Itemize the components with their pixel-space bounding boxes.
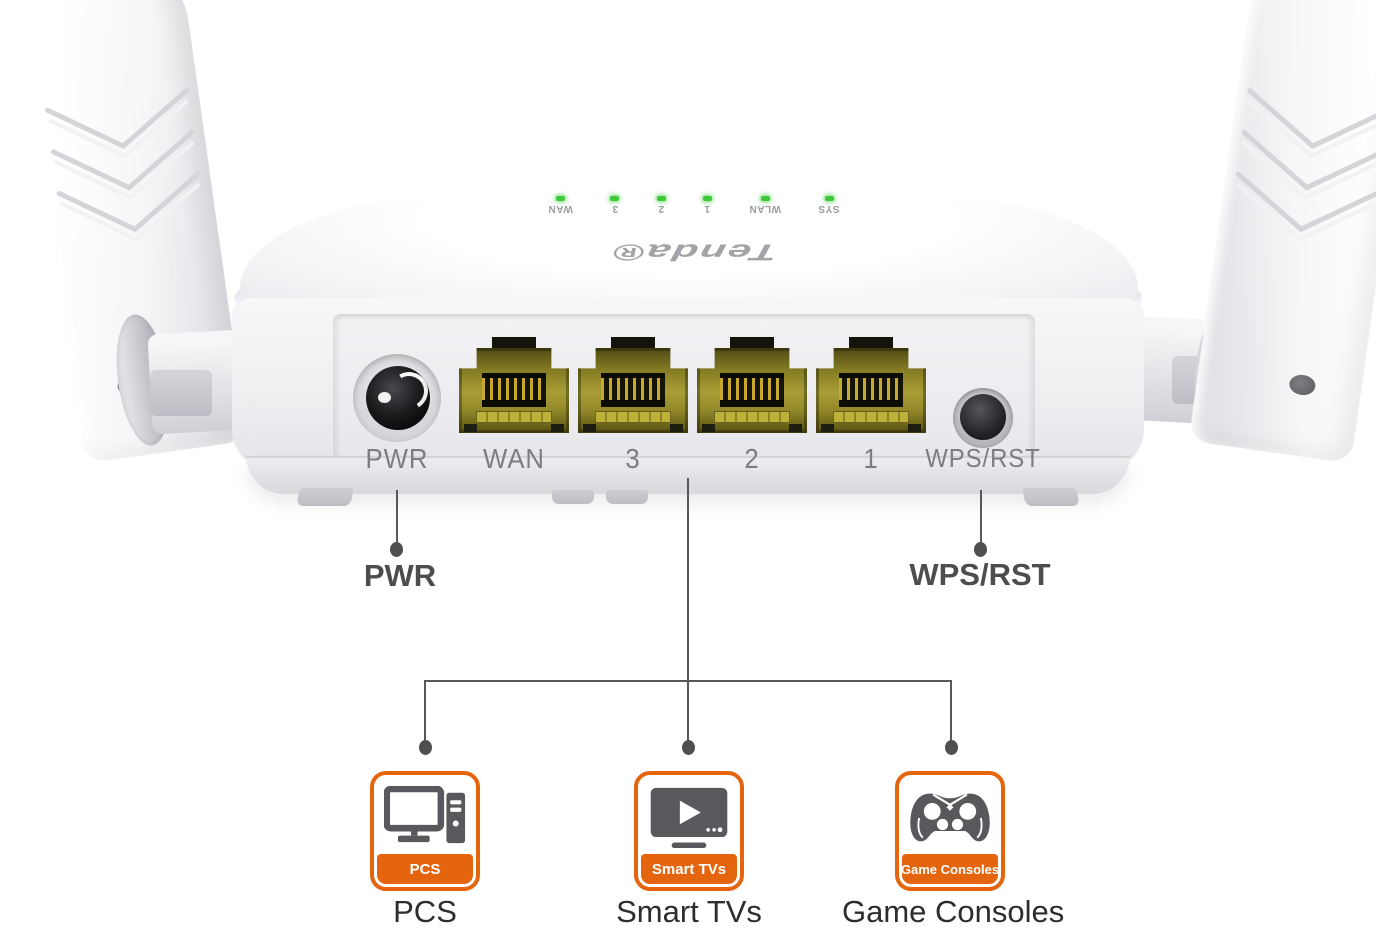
rj45-pins	[601, 373, 665, 407]
led-green-light	[555, 196, 565, 201]
smart-tv-icon	[638, 781, 740, 853]
rj45-pins	[720, 373, 784, 407]
led-label: WAN	[548, 203, 573, 214]
rj45-notch	[551, 424, 564, 432]
led-lan3: 3	[610, 196, 620, 214]
devices-callout-stem	[687, 478, 689, 744]
led-lan1: 1	[702, 196, 712, 214]
smart-tvs-label: Smart TVs	[616, 894, 762, 928]
power-jack	[366, 366, 430, 430]
desktop-pc-icon	[374, 781, 476, 853]
tenda-logo: Tenda®	[609, 239, 780, 266]
pwr-callout-label: PWR	[363, 558, 437, 593]
router-foot	[296, 488, 354, 506]
rj45-notch	[583, 424, 596, 432]
power-jack-pin	[378, 392, 391, 403]
led-label: WLAN	[749, 203, 782, 214]
rj45-contact-bar	[714, 411, 790, 423]
pcs-card: PCS	[370, 771, 480, 891]
antenna-chevron-ridges	[45, 88, 201, 242]
rj45-contact-bar	[595, 411, 671, 423]
game-controller-icon	[899, 781, 1001, 853]
rj45-notch	[789, 424, 802, 432]
router-foot	[552, 490, 594, 504]
lan2-port-label: 2	[744, 443, 760, 474]
router-foot	[1022, 488, 1080, 506]
wps-callout-dot	[974, 542, 987, 557]
pcs-label: PCS	[393, 894, 457, 928]
lan1-port-label: 1	[863, 443, 879, 474]
pcs-callout-dot	[419, 740, 432, 755]
right-antenna	[1188, 0, 1376, 464]
game-console-card-badge: Game Consoles	[901, 854, 999, 884]
led-green-light	[760, 196, 770, 201]
rj45-notch	[821, 424, 834, 432]
router-foot	[606, 490, 648, 504]
led-green-light	[702, 196, 712, 201]
rj45-notch	[464, 424, 477, 432]
antenna-chevron-ridges	[1235, 88, 1376, 242]
led-green-light	[610, 196, 620, 201]
lan-port-2	[697, 337, 807, 433]
rj45-contact-bar	[833, 411, 909, 423]
pwr-callout-dot	[390, 542, 403, 557]
rj45-contact-bar	[476, 411, 552, 423]
led-label: SYS	[818, 203, 840, 214]
lan-port-1	[816, 337, 926, 433]
left-antenna	[14, 0, 248, 464]
pwr-port-label: PWR	[365, 443, 429, 474]
devices-callout-bracket	[424, 680, 952, 682]
rj45-notch	[702, 424, 715, 432]
game-console-card: Game Consoles	[895, 771, 1005, 891]
rj45-notch	[908, 424, 921, 432]
wan-port	[459, 337, 569, 433]
led-green-light	[656, 196, 666, 201]
pwr-callout-line	[396, 490, 398, 546]
pcs-card-badge: PCS	[377, 854, 473, 884]
led-lan2: 2	[656, 196, 666, 214]
router-top-cover	[240, 196, 1138, 314]
led-indicator-row: WAN 3 2 1 WLAN SYS	[548, 196, 840, 224]
led-sys: SYS	[818, 196, 840, 214]
wan-port-label: WAN	[483, 443, 545, 474]
smart-tv-card-badge: Smart TVs	[641, 854, 737, 884]
wps-port-label: WPS/RST	[925, 443, 1041, 473]
wps-callout-line	[980, 490, 982, 546]
rj45-notch	[670, 424, 683, 432]
devices-callout-right-drop	[950, 680, 952, 744]
led-label: 1	[704, 203, 711, 214]
led-wan: WAN	[548, 196, 573, 214]
rj45-pins	[482, 373, 546, 407]
led-label: 2	[657, 203, 665, 214]
lan3-port-label: 3	[625, 443, 641, 474]
rj45-pins	[839, 373, 903, 407]
led-label: 3	[611, 203, 618, 214]
wps-reset-button	[960, 394, 1006, 440]
lan-port-3	[578, 337, 688, 433]
led-green-light	[824, 196, 834, 201]
wps-callout-label: WPS/RST	[909, 557, 1051, 592]
game-console-callout-dot	[945, 740, 958, 755]
smart-tv-card: Smart TVs	[634, 771, 744, 891]
devices-callout-left-drop	[424, 680, 426, 744]
led-wlan: WLAN	[749, 196, 781, 214]
game-consoles-label: Game Consoles	[842, 894, 1065, 928]
left-antenna-hinge-stub	[150, 370, 212, 416]
smart-tv-callout-dot	[682, 740, 695, 755]
